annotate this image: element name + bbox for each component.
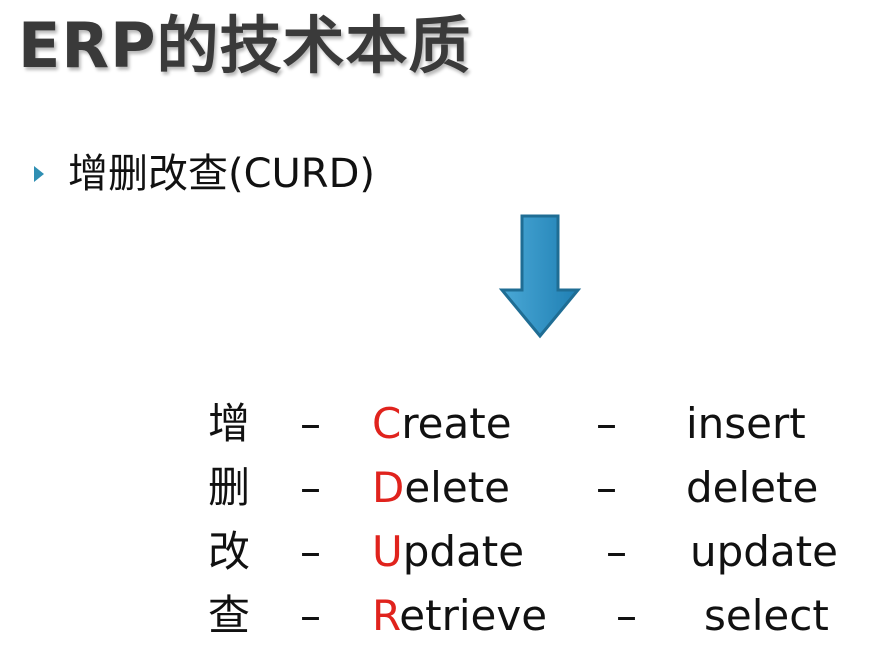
acronym-initial: C	[372, 399, 402, 448]
sql-keyword: delete	[686, 463, 819, 512]
english-term: Delete	[372, 456, 510, 520]
separator-dash: –	[616, 591, 637, 640]
separator-dash: –	[300, 399, 321, 448]
separator-dash: –	[596, 463, 617, 512]
chinese-term: 增	[208, 399, 251, 448]
sql-keyword: update	[690, 527, 838, 576]
english-term-rest: pdate	[402, 527, 525, 576]
sql-keyword: select	[704, 591, 829, 640]
crud-mapping: 增 – Create – insert 删 – Delete – delete …	[0, 392, 878, 652]
separator-dash: –	[300, 463, 321, 512]
chinese-term: 改	[208, 527, 251, 576]
bullet-item: 增删改查(CURD)	[34, 146, 375, 202]
slide-title: ERP的技术本质	[18, 9, 472, 82]
mapping-row-create: 增 – Create – insert	[0, 392, 878, 456]
arrow-shape	[498, 214, 582, 339]
english-term: Create	[372, 392, 512, 456]
english-term-rest: etrieve	[399, 591, 548, 640]
separator-dash: –	[300, 527, 321, 576]
chinese-term: 删	[208, 463, 251, 512]
mapping-row-delete: 删 – Delete – delete	[0, 456, 878, 520]
down-arrow-icon	[498, 214, 582, 339]
bullet-text: 增删改查(CURD)	[68, 151, 376, 197]
chinese-term: 查	[208, 591, 251, 640]
mapping-row-retrieve: 查 – Retrieve – select	[0, 584, 878, 648]
acronym-initial: U	[372, 527, 403, 576]
separator-dash: –	[300, 591, 321, 640]
bullet-triangle-icon	[34, 166, 44, 182]
english-term-rest: elete	[404, 463, 510, 512]
acronym-initial: D	[372, 463, 405, 512]
sql-keyword: insert	[686, 399, 806, 448]
separator-dash: –	[596, 399, 617, 448]
english-term: Update	[372, 520, 524, 584]
mapping-row-update: 改 – Update – update	[0, 520, 878, 584]
separator-dash: –	[606, 527, 627, 576]
english-term-rest: reate	[401, 399, 512, 448]
acronym-initial: R	[372, 591, 400, 640]
english-term: Retrieve	[372, 584, 547, 648]
